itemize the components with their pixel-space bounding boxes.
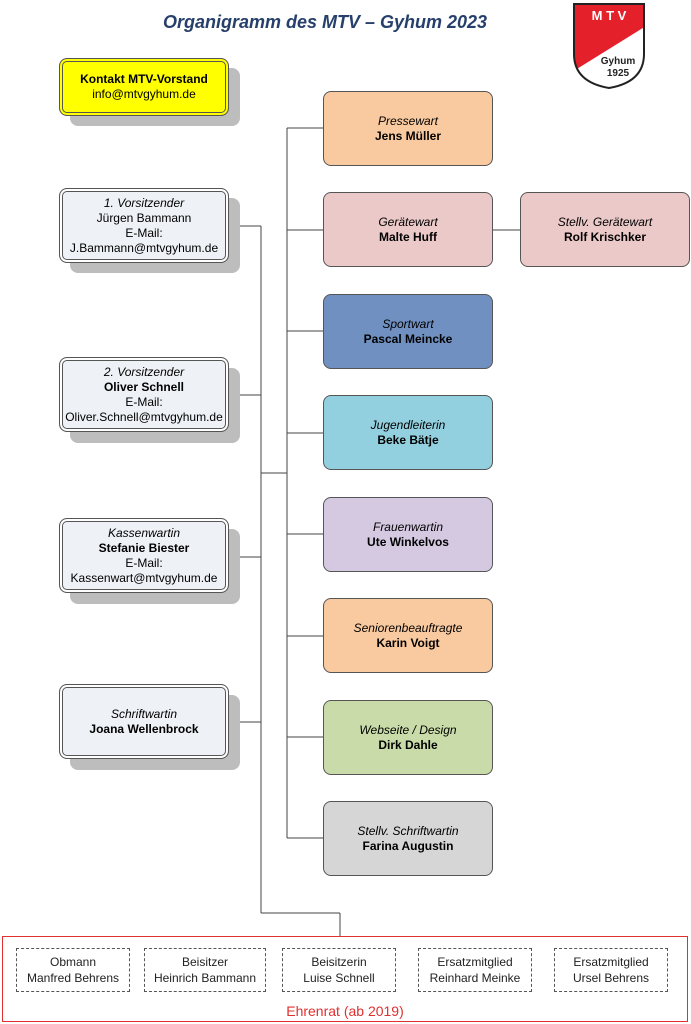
honor-member: Obmann Manfred Behrens bbox=[16, 948, 130, 992]
chairman-box: 1. Vorsitzender Jürgen Bammann E-Mail: J… bbox=[59, 188, 229, 263]
honor-member: Beisitzerin Luise Schnell bbox=[282, 948, 396, 992]
mtv-logo: M T V Gyhum 1925 bbox=[573, 3, 645, 90]
chairman-role: 1. Vorsitzender bbox=[103, 195, 185, 210]
deputy-secretary-name: Farina Augustin bbox=[362, 838, 454, 853]
vice-chairman-role: 2. Vorsitzender bbox=[103, 364, 185, 379]
seniors-name: Karin Voigt bbox=[376, 635, 440, 650]
vice-chairman-email-label: E-Mail: bbox=[125, 394, 163, 409]
women-name: Ute Winkelvos bbox=[367, 534, 449, 549]
treasurer-name: Stefanie Biester bbox=[98, 540, 190, 555]
honor-member-name: Ursel Behrens bbox=[572, 971, 650, 985]
women-box: Frauenwartin Ute Winkelvos bbox=[323, 497, 493, 572]
equipment-role: Gerätewart bbox=[378, 214, 438, 229]
logo-place: Gyhum bbox=[601, 56, 636, 67]
honor-member: Ersatzmitglied Reinhard Meinke bbox=[418, 948, 532, 992]
youth-role: Jugendleiterin bbox=[370, 417, 446, 432]
youth-box: Jugendleiterin Beke Bätje bbox=[323, 395, 493, 470]
chairman-email-label: E-Mail: bbox=[125, 225, 163, 240]
seniors-box: Seniorenbeauftragte Karin Voigt bbox=[323, 598, 493, 673]
treasurer-email[interactable]: Kassenwart@mtvgyhum.de bbox=[70, 570, 218, 585]
honor-member-name: Heinrich Bammann bbox=[153, 971, 257, 985]
secretary-box: Schriftwartin Joana Wellenbrock bbox=[59, 684, 229, 759]
treasurer-role: Kassenwartin bbox=[107, 525, 181, 540]
website-name: Dirk Dahle bbox=[378, 737, 438, 752]
sport-box: Sportwart Pascal Meincke bbox=[323, 294, 493, 369]
vice-chairman-email[interactable]: Oliver.Schnell@mtvgyhum.de bbox=[65, 409, 223, 424]
press-box: Pressewart Jens Müller bbox=[323, 91, 493, 166]
honor-council: Obmann Manfred Behrens Beisitzer Heinric… bbox=[2, 936, 688, 1022]
deputy-equipment-box: Stellv. Gerätewart Rolf Krischker bbox=[520, 192, 690, 267]
equipment-name: Malte Huff bbox=[379, 229, 437, 244]
youth-name: Beke Bätje bbox=[377, 432, 439, 447]
deputy-equipment-name: Rolf Krischker bbox=[563, 229, 647, 244]
honor-member-role: Ersatzmitglied bbox=[573, 955, 649, 969]
vice-chairman-box: 2. Vorsitzender Oliver Schnell E-Mail: O… bbox=[59, 357, 229, 432]
honor-member: Ersatzmitglied Ursel Behrens bbox=[554, 948, 668, 992]
honor-member-role: Ersatzmitglied bbox=[437, 955, 513, 969]
treasurer-email-label: E-Mail: bbox=[125, 555, 163, 570]
honor-member-role: Beisitzer bbox=[181, 955, 228, 969]
sport-name: Pascal Meincke bbox=[363, 331, 453, 346]
honor-member-name: Luise Schnell bbox=[303, 971, 375, 985]
page-title: Organigramm des MTV – Gyhum 2023 bbox=[162, 12, 488, 32]
logo-letters: M T V bbox=[592, 8, 627, 23]
secretary-role: Schriftwartin bbox=[110, 706, 178, 721]
sport-role: Sportwart bbox=[382, 316, 434, 331]
honor-council-title: Ehrenrat (ab 2019) bbox=[286, 1003, 404, 1019]
logo-year: 1925 bbox=[607, 68, 630, 79]
women-role: Frauenwartin bbox=[372, 519, 444, 534]
honor-member: Beisitzer Heinrich Bammann bbox=[144, 948, 266, 992]
contact-email[interactable]: info@mtvgyhum.de bbox=[92, 87, 196, 101]
website-role: Webseite / Design bbox=[359, 722, 457, 737]
contact-box: Kontakt MTV-Vorstand info@mtvgyhum.de bbox=[59, 58, 229, 116]
chairman-email[interactable]: J.Bammann@mtvgyhum.de bbox=[69, 240, 219, 255]
deputy-secretary-role: Stellv. Schriftwartin bbox=[357, 823, 459, 838]
contact-title: Kontakt MTV-Vorstand bbox=[80, 72, 208, 86]
honor-member-role: Beisitzerin bbox=[311, 955, 367, 969]
treasurer-box: Kassenwartin Stefanie Biester E-Mail: Ka… bbox=[59, 518, 229, 593]
deputy-equipment-role: Stellv. Gerätewart bbox=[557, 214, 653, 229]
secretary-name: Joana Wellenbrock bbox=[89, 721, 199, 736]
vice-chairman-name: Oliver Schnell bbox=[103, 379, 185, 394]
honor-member-name: Reinhard Meinke bbox=[429, 971, 521, 985]
seniors-role: Seniorenbeauftragte bbox=[353, 620, 463, 635]
equipment-box: Gerätewart Malte Huff bbox=[323, 192, 493, 267]
deputy-secretary-box: Stellv. Schriftwartin Farina Augustin bbox=[323, 801, 493, 876]
press-name: Jens Müller bbox=[374, 128, 442, 143]
honor-member-role: Obmann bbox=[49, 955, 97, 969]
chairman-name: Jürgen Bammann bbox=[96, 210, 192, 225]
press-role: Pressewart bbox=[377, 113, 439, 128]
honor-member-name: Manfred Behrens bbox=[26, 971, 120, 985]
website-box: Webseite / Design Dirk Dahle bbox=[323, 700, 493, 775]
